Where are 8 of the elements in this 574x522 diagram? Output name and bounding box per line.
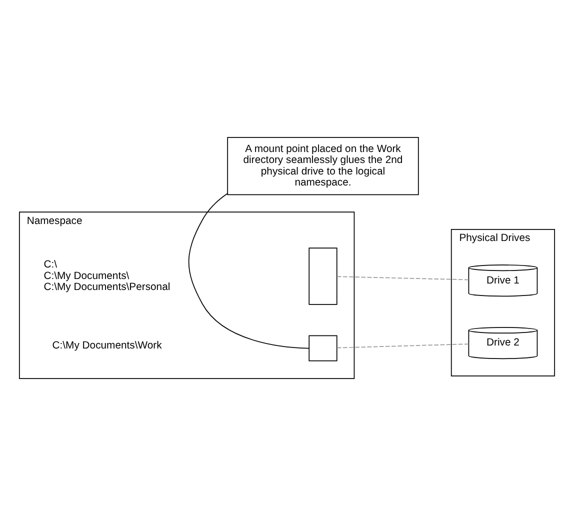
node-box xyxy=(308,334,338,361)
node-text: C:\ C:\My Documents\ C:\My Documents\Personal xyxy=(44,259,170,293)
connector xyxy=(336,276,470,280)
node-box: A mount point placed on the Work directory seamlessly glues the 2nd physical drive to the logical namespace. xyxy=(227,136,419,195)
connector xyxy=(188,192,310,348)
node-box xyxy=(308,247,338,304)
connector xyxy=(336,343,470,348)
node-text: C:\My Documents\Work xyxy=(52,340,162,351)
